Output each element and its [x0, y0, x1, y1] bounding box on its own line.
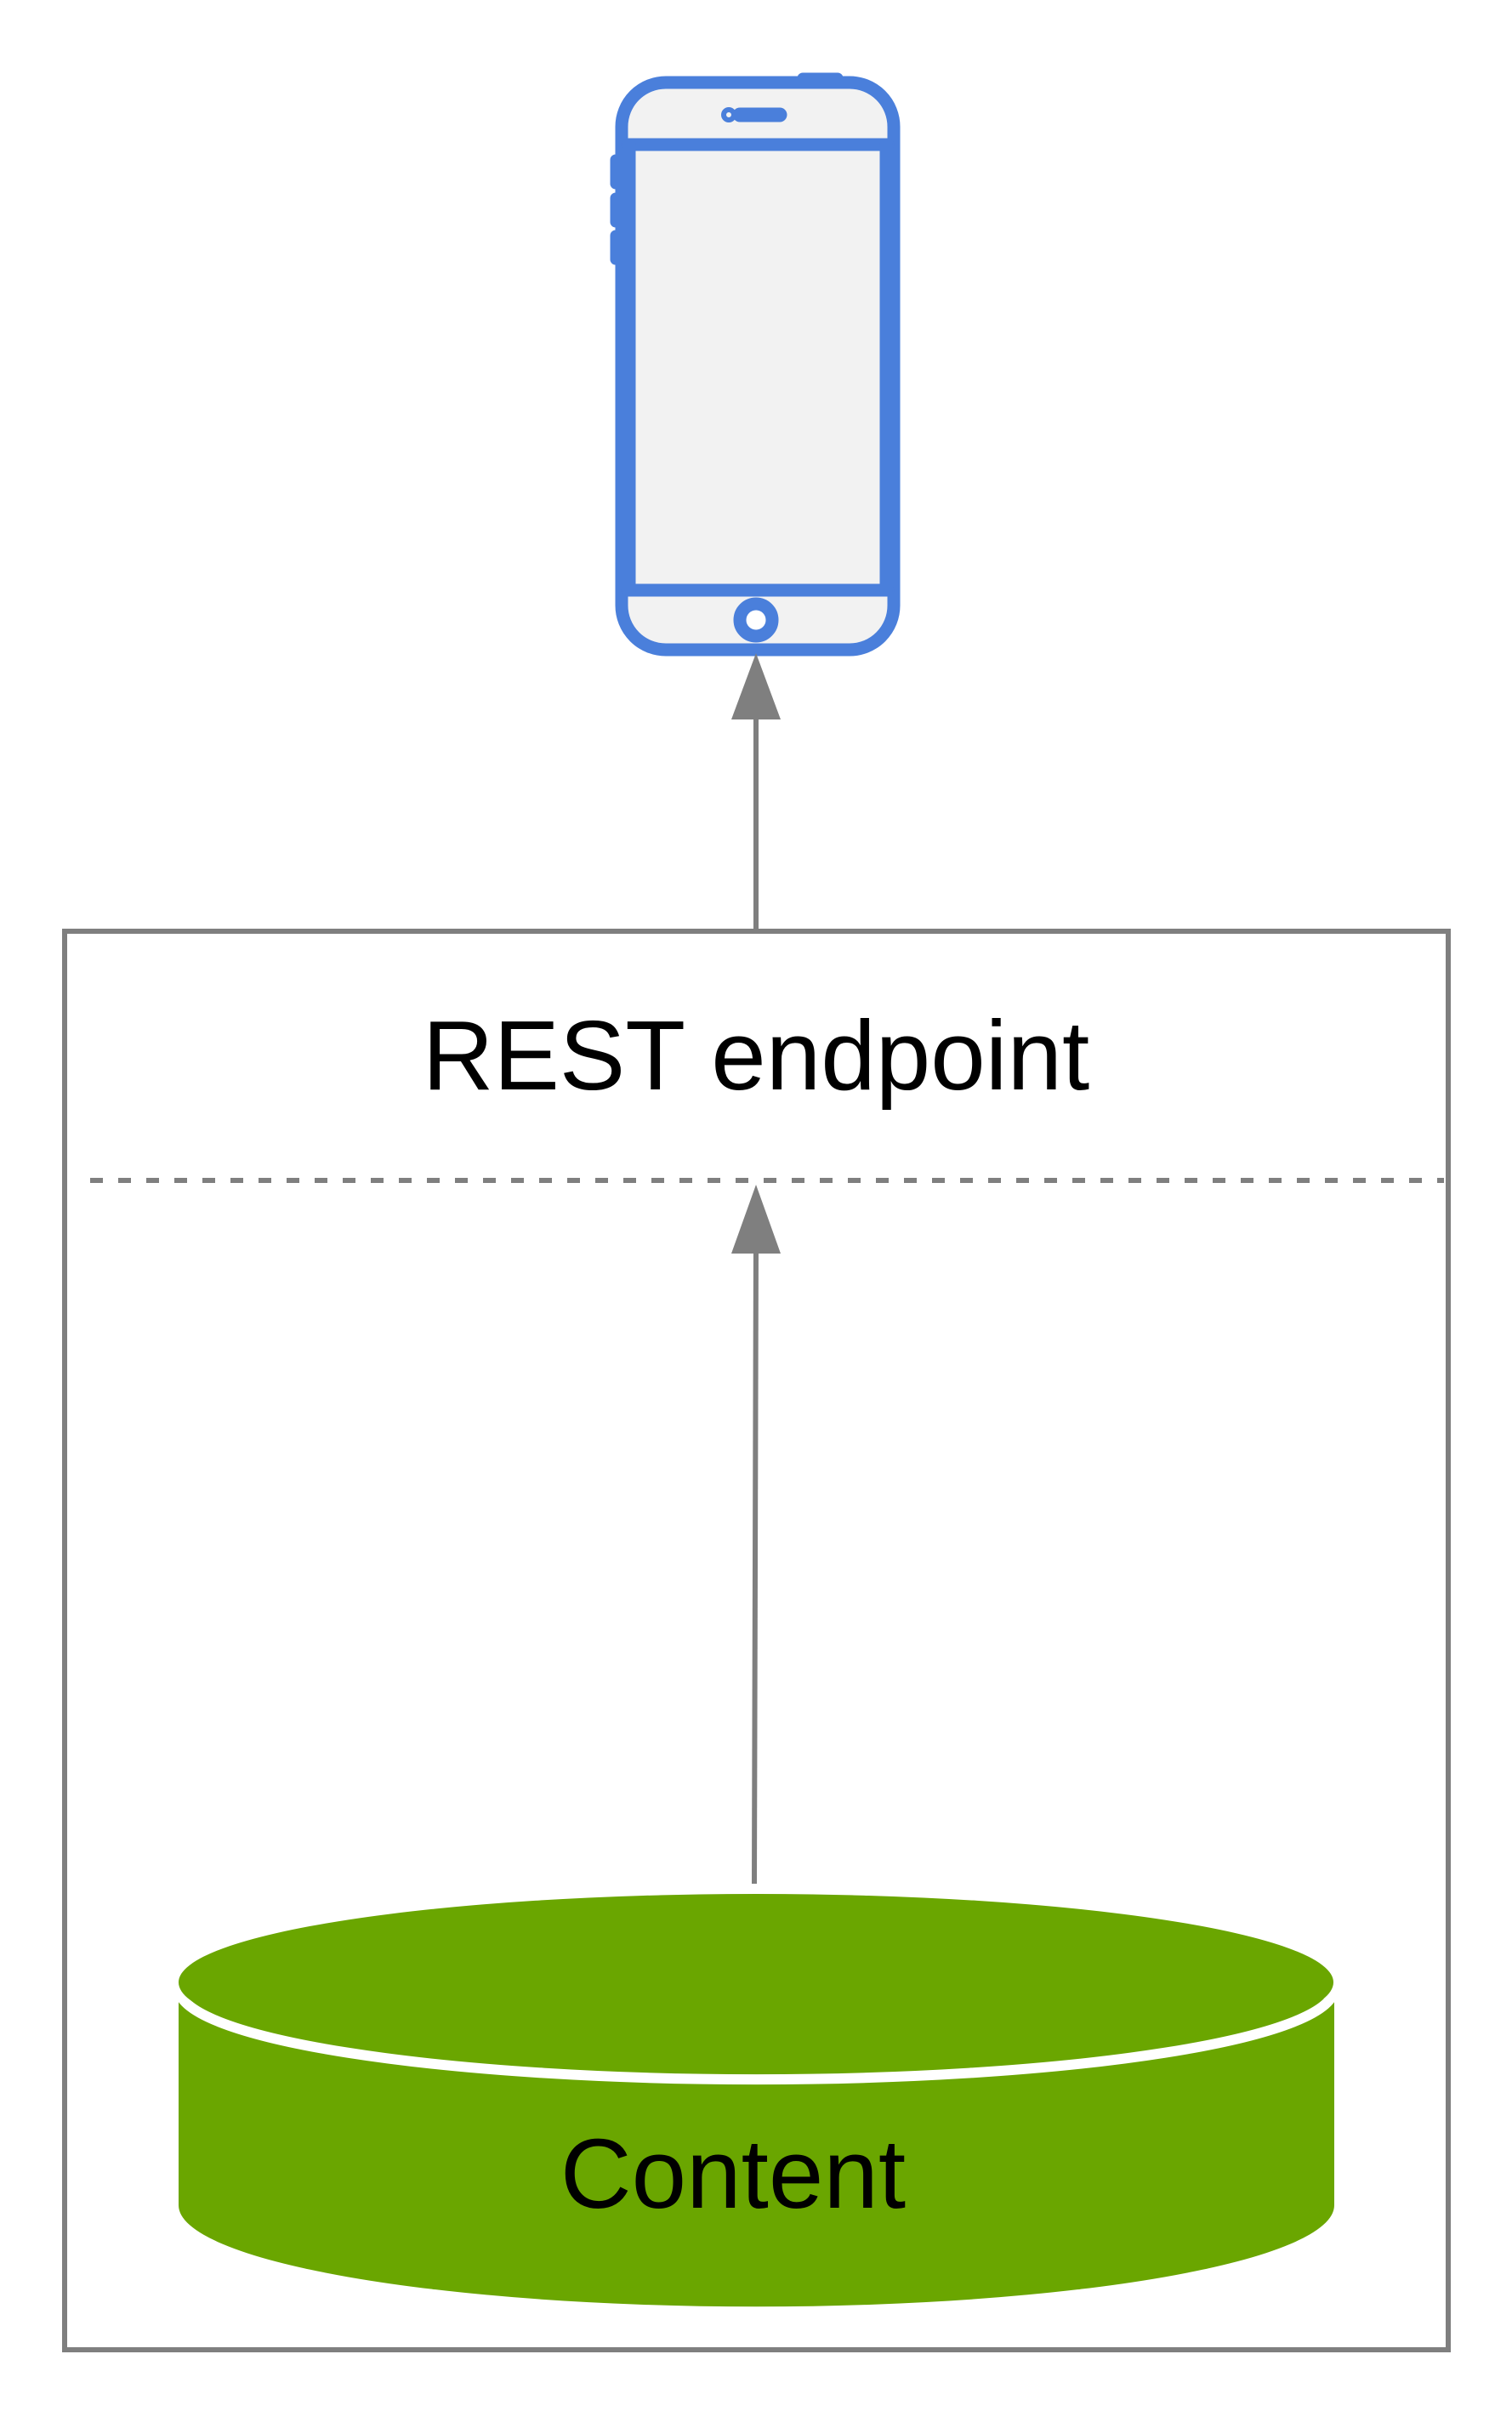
database-label: Content [560, 2118, 906, 2229]
arrow-endpoint-to-phone [731, 653, 781, 931]
database-cylinder-icon [173, 1894, 1339, 2307]
rest-endpoint-box [62, 929, 1451, 2352]
rest-endpoint-label: REST endpoint [423, 1000, 1090, 1111]
arrow-content-to-endpoint [731, 1185, 781, 1885]
smartphone-icon [610, 72, 901, 657]
